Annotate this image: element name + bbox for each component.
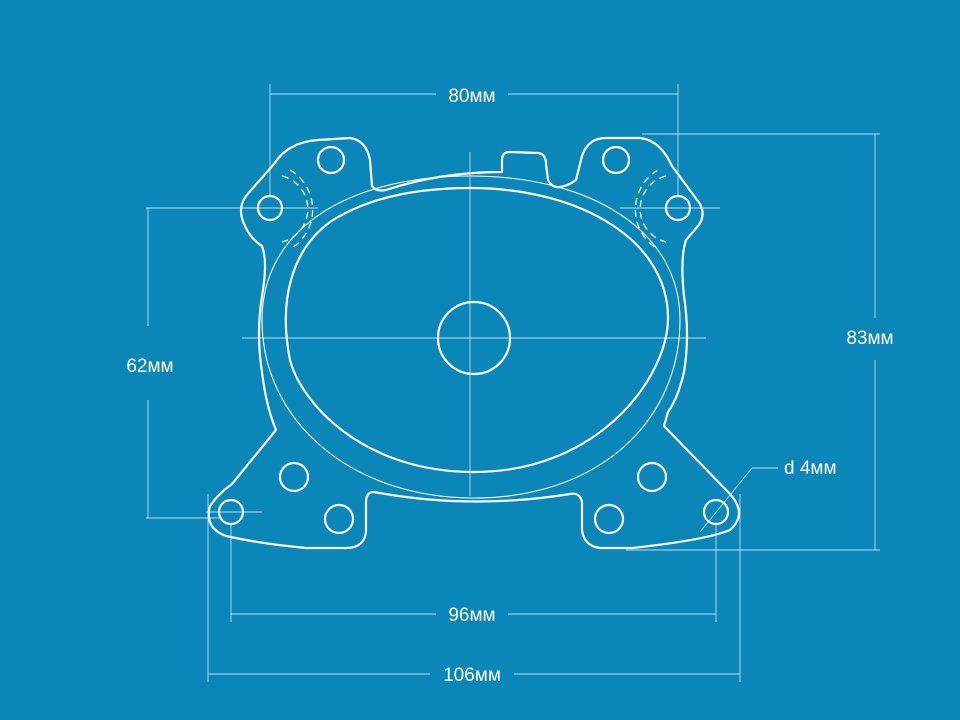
- hole-top-left: [316, 145, 346, 175]
- gasket-inner-line: [261, 175, 681, 499]
- hole-lower-left-a: [278, 461, 310, 493]
- hole-top-right: [601, 145, 631, 175]
- dim-overall-width: 106мм: [443, 665, 501, 686]
- dim-left-height: 62мм: [126, 356, 173, 377]
- slot-arcs: [281, 169, 667, 249]
- hole-lower-right-a: [636, 461, 668, 493]
- mounting-holes: [217, 145, 730, 535]
- dim-hole-diameter: d 4мм: [784, 458, 837, 479]
- dim-bottom-hole-spacing: 96мм: [448, 605, 495, 626]
- central-oval-opening: [284, 186, 670, 474]
- dimension-lines: [146, 84, 880, 682]
- plate-outer-contour: [207, 136, 741, 550]
- dim-top-width: 80мм: [448, 86, 495, 107]
- hole-lower-right-b: [593, 503, 625, 535]
- hole-lower-left-b: [323, 503, 355, 535]
- dim-right-height: 83мм: [846, 328, 893, 349]
- center-lines: [206, 152, 720, 513]
- dimension-labels: 80мм 62мм 83мм d 4мм 96мм 106мм: [126, 86, 893, 686]
- adapter-plate-outline: [207, 136, 741, 550]
